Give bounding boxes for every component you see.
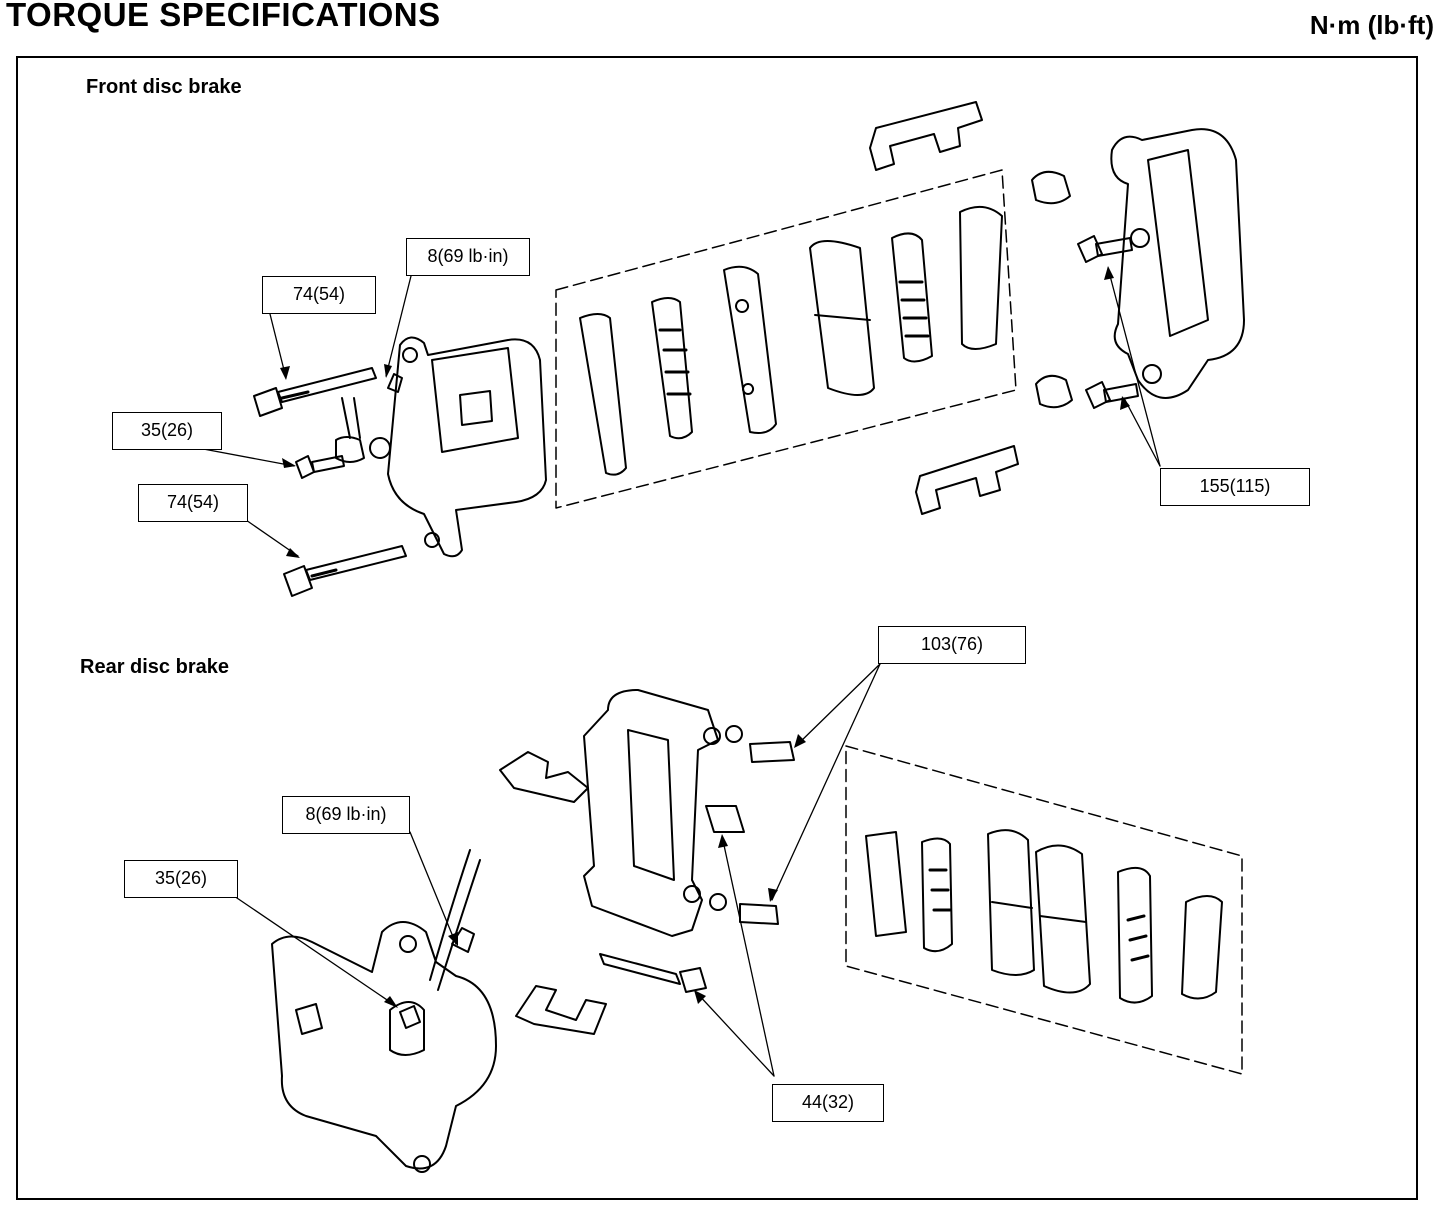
rear-pin-bolts — [599, 805, 745, 993]
diagram-frame — [16, 56, 1418, 1200]
rear-banjo-bolt-torque-label: 35(26) — [124, 860, 238, 898]
rear-section-title: Rear disc brake — [80, 656, 229, 678]
front-bleeder-hose — [335, 373, 403, 463]
leader-arrowheads — [280, 266, 1130, 1008]
front-banjo-bolt — [295, 455, 345, 479]
front-caliper-bracket — [1110, 128, 1245, 399]
page-title: TORQUE SPECIFICATIONS — [6, 0, 441, 33]
rear-caliper — [271, 921, 497, 1173]
units-label: N·m (lb·ft) — [1309, 10, 1434, 40]
front-pad-group-box — [555, 169, 1017, 509]
rear-bracket-bolts — [709, 725, 795, 925]
leader-lines — [197, 267, 1161, 1077]
front-pad-shims — [579, 265, 777, 476]
front-bleeder-torque-label: 8(69 lb·in) — [406, 238, 530, 276]
front-upper-pin-bolt-torque-label: 74(54) — [262, 276, 376, 314]
front-section-title: Front disc brake — [86, 76, 242, 98]
rear-retainer-clips — [499, 751, 607, 1035]
rear-pin-bolts-torque-label: 44(32) — [772, 1084, 884, 1122]
rear-brake-pads — [865, 829, 1223, 1004]
rear-bracket-bolts-torque-label: 103(76) — [878, 626, 1026, 664]
front-bracket-bolts-torque-label: 155(115) — [1160, 468, 1310, 506]
front-banjo-bolt-torque-label: 35(26) — [112, 412, 222, 450]
front-boots — [1031, 170, 1073, 409]
rear-caliper-bracket — [583, 689, 721, 937]
front-upper-pin-bolt — [253, 367, 377, 417]
rear-bleeder-torque-label: 8(69 lb·in) — [282, 796, 410, 834]
front-brake-pads — [809, 205, 1003, 396]
front-lower-pin-bolt-torque-label: 74(54) — [138, 484, 248, 522]
front-retainer-clips — [869, 101, 1019, 515]
front-bracket-bolts — [1077, 235, 1139, 409]
rear-bleeder-hose — [399, 849, 481, 1029]
front-lower-pin-bolt — [283, 545, 407, 597]
rear-pad-group-box — [845, 745, 1243, 1075]
front-caliper — [369, 336, 547, 558]
